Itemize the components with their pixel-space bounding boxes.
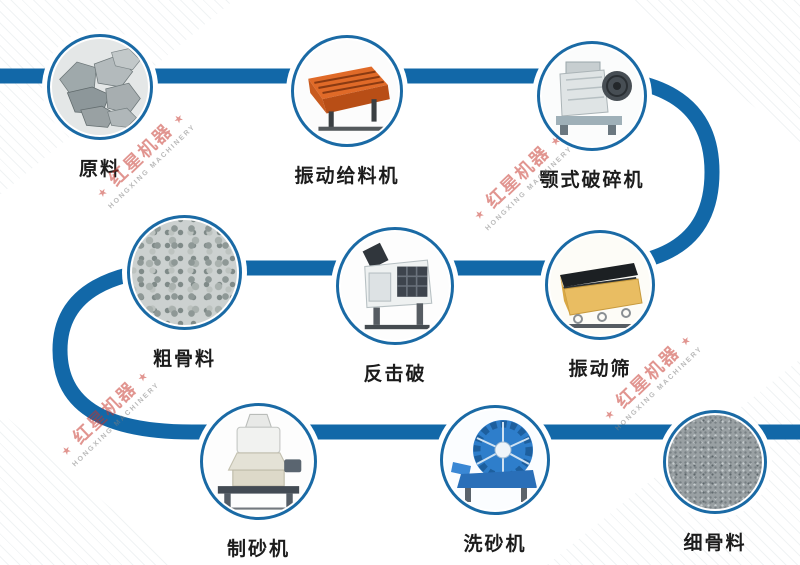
step-circle — [195, 398, 322, 525]
step-vibrating-screen: 振动筛 — [540, 225, 660, 381]
step-circle — [658, 405, 772, 519]
step-fine-aggregate: 细骨料 — [658, 405, 772, 555]
rock-pile-photo — [52, 39, 148, 135]
step-label: 洗砂机 — [463, 534, 527, 555]
vibrating-screen-photo — [550, 235, 650, 335]
step-circle — [435, 400, 555, 520]
step-impact-crusher: 反击破 — [331, 222, 459, 386]
step-circle — [532, 36, 652, 156]
jaw-crusher-photo — [542, 46, 642, 146]
step-jaw-crusher: 颚式破碎机 — [532, 36, 652, 192]
step-coarse-aggregate: 粗骨料 — [122, 210, 247, 371]
step-label: 原料 — [78, 159, 121, 180]
step-label: 振动给料机 — [294, 166, 400, 187]
step-label: 反击破 — [363, 364, 427, 385]
vibrating-feeder-photo — [296, 40, 398, 142]
step-label: 细骨料 — [683, 533, 747, 554]
step-circle — [122, 210, 247, 335]
step-circle — [540, 225, 660, 345]
step-sand-making-machine: 制砂机 — [195, 398, 322, 561]
step-sand-washing-machine: 洗砂机 — [435, 400, 555, 556]
coarse-gravel-photo — [132, 220, 237, 325]
sand-maker-photo — [205, 408, 312, 515]
step-circle — [331, 222, 459, 350]
step-label: 制砂机 — [226, 539, 290, 560]
fine-sand-photo — [668, 415, 762, 509]
step-label: 振动筛 — [568, 359, 632, 380]
sand-washer-photo — [445, 410, 545, 510]
step-circle — [42, 29, 158, 145]
step-circle — [286, 30, 408, 152]
step-label: 粗骨料 — [152, 349, 216, 370]
step-raw-material: 原料 — [42, 29, 158, 181]
impact-crusher-photo — [341, 232, 449, 340]
step-label: 颚式破碎机 — [539, 170, 645, 191]
step-vibrating-feeder: 振动给料机 — [286, 30, 408, 188]
